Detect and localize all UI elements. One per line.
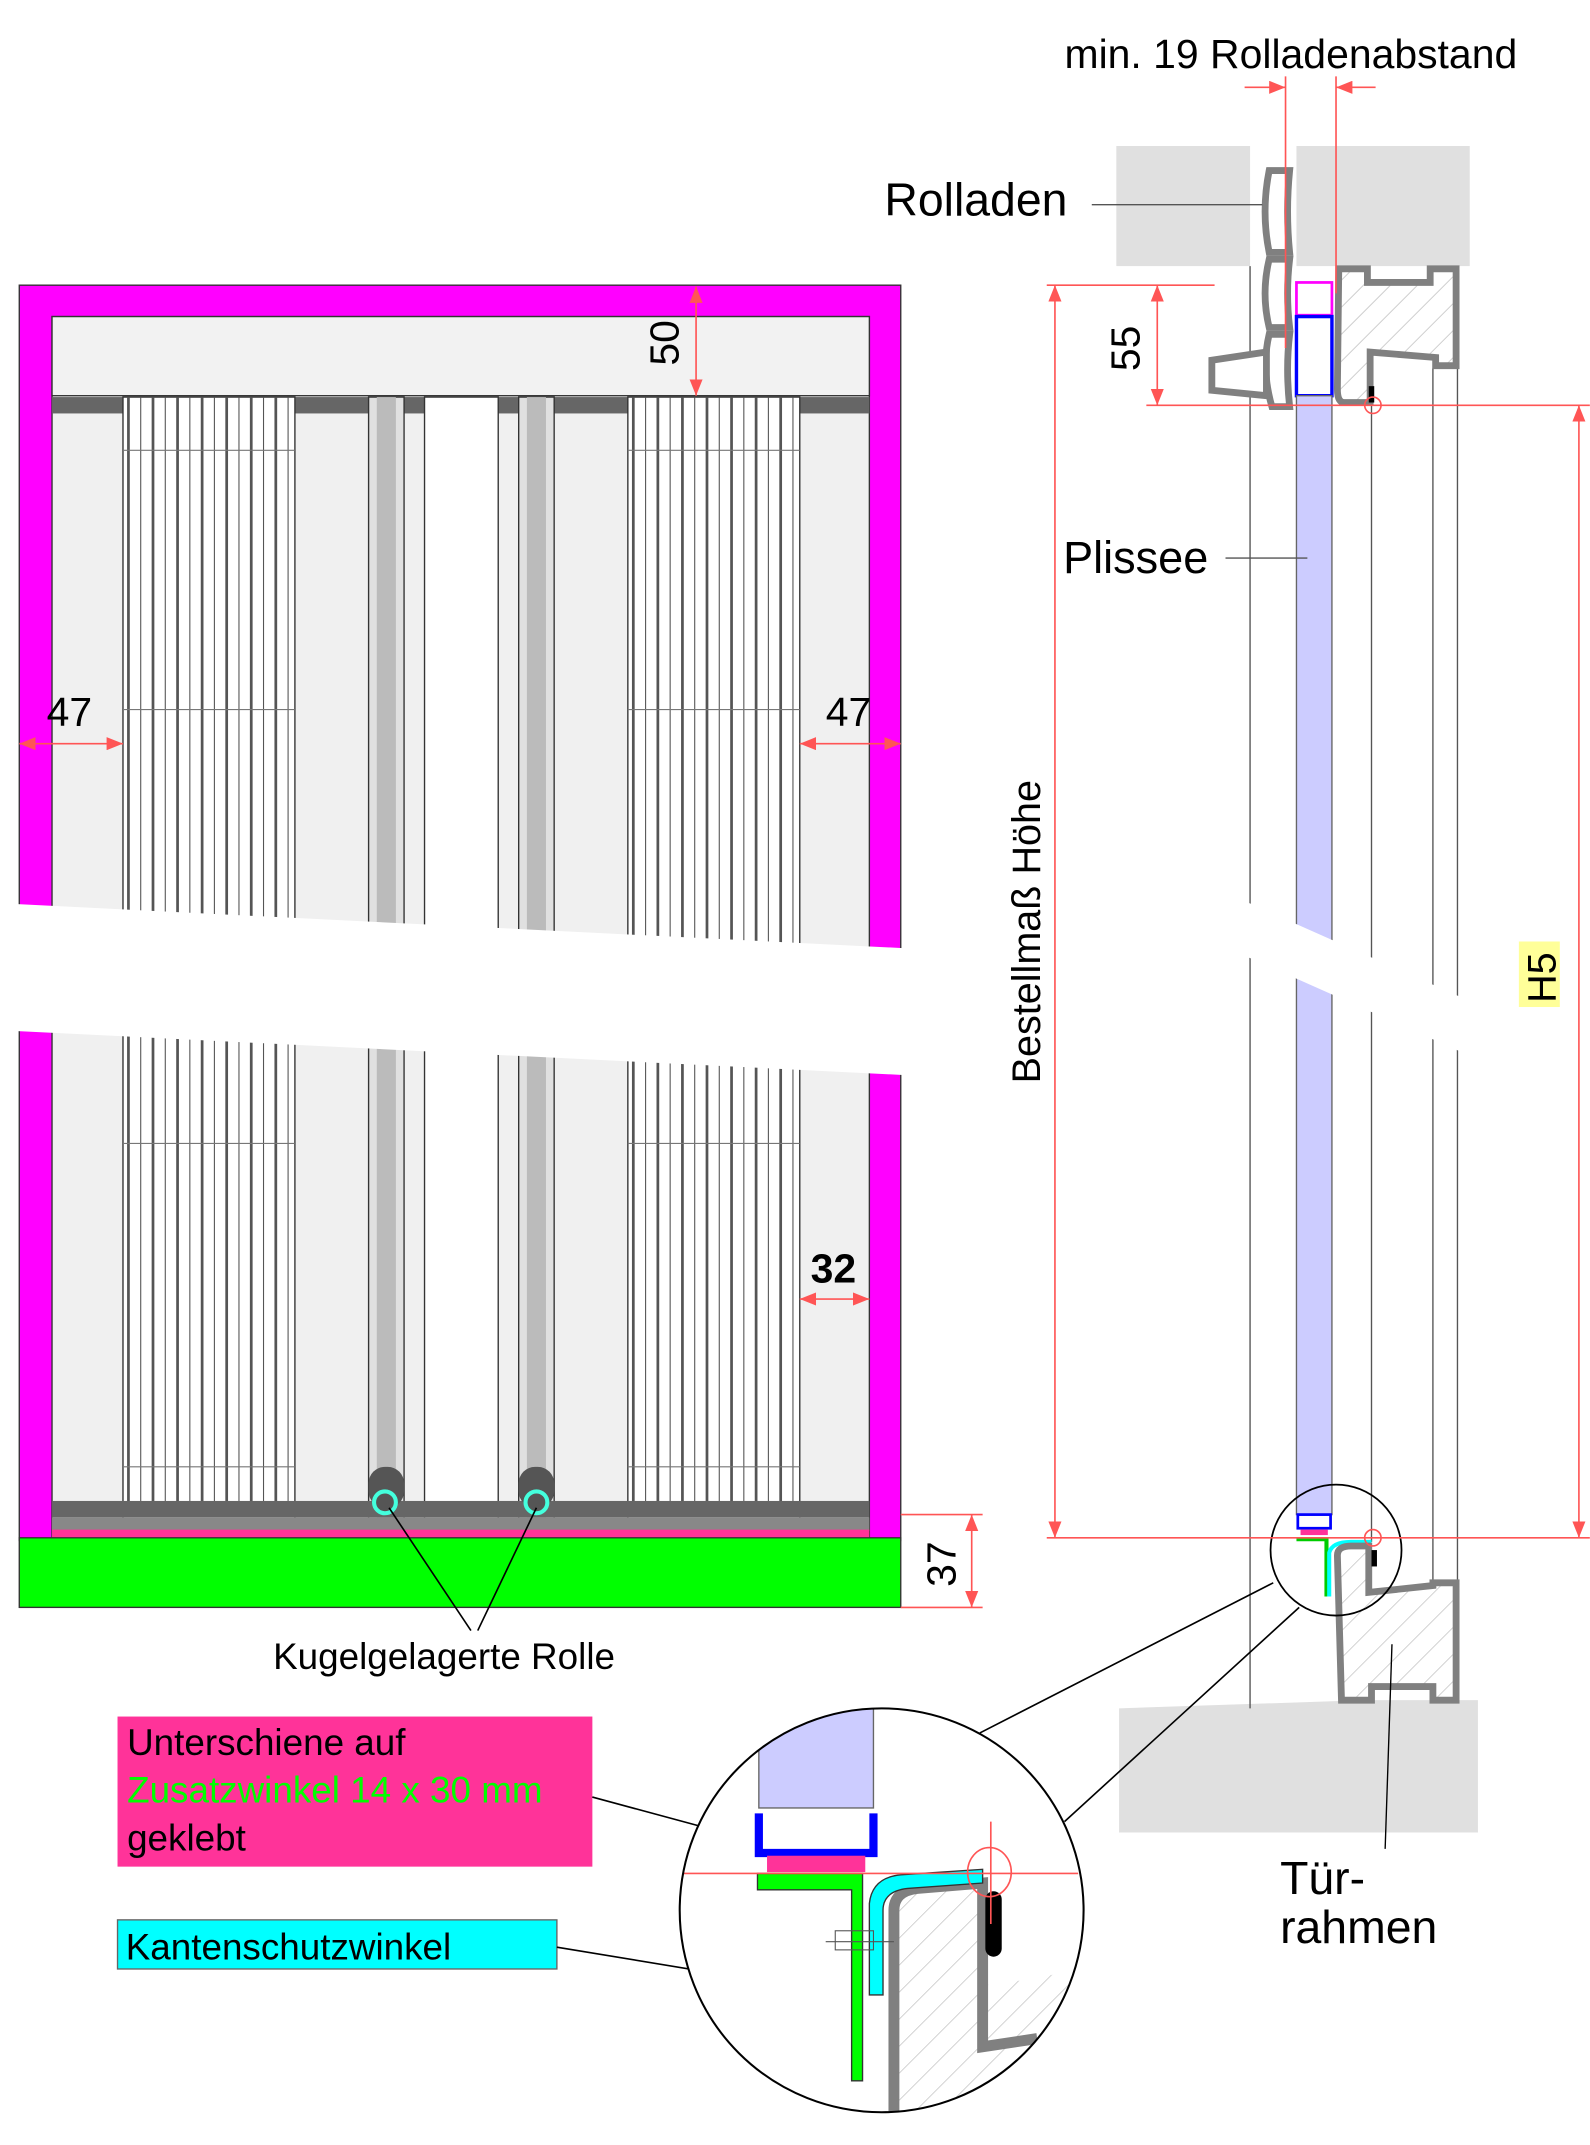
detail-enlargement [678,1707,1085,2114]
floor-sill [1119,1700,1478,1833]
additional-angle-green [18,1537,902,1609]
dim-bottom: 37 [918,1541,964,1587]
roller-left [372,1489,398,1516]
label-h5: H5 [1521,952,1565,1003]
front-view: 50 47 47 32 37 Kugelgelagerte Rolle [0,284,983,1677]
label-unterschiene-1: Unterschiene auf [127,1722,406,1763]
dim-right-lower: 32 [811,1246,857,1292]
label-top-dimension: min. 19 Rolladenabstand [1064,31,1517,77]
callout-kantenschutz-box [116,1919,558,1970]
label-unterschiene-2: Zusatzwinkel 14 x 30 mm [127,1770,543,1811]
callout-unterschiene-box [117,1716,593,1867]
detail-circle-border [678,1707,1085,2114]
bottom-pink-strip [52,1529,870,1538]
label-tuerrahmen-1: Tür- [1280,1852,1365,1904]
detail-marker-circle [1269,1483,1403,1617]
dim-head: 55 [1103,326,1149,372]
roller-right [523,1489,550,1516]
section-view: min. 19 Rolladenabstand Rolladen 55 Plis… [884,31,1590,1953]
dim-top: 50 [641,320,687,366]
h5-highlight [1518,941,1560,1008]
label-rolle: Kugelgelagerte Rolle [273,1636,615,1677]
label-plissee: Plissee [1063,532,1208,583]
dim-left: 47 [47,689,93,735]
wall-block-left [1116,146,1251,267]
dim-right: 47 [826,689,872,735]
label-kantenschutz: Kantenschutzwinkel [126,1926,452,1967]
label-rolladen: Rolladen [884,174,1067,226]
break-gap [0,903,908,1076]
label-unterschiene-3: geklebt [127,1817,246,1858]
label-tuerrahmen-2: rahmen [1280,1901,1437,1953]
door-frame-lower [1333,1542,1460,1704]
door-frame-upper [1333,265,1460,406]
wall-block-right [1296,146,1470,267]
top-band [51,315,871,397]
label-bestellmass: Bestellmaß Höhe [1005,780,1049,1083]
head-profile-blue [1294,314,1334,398]
